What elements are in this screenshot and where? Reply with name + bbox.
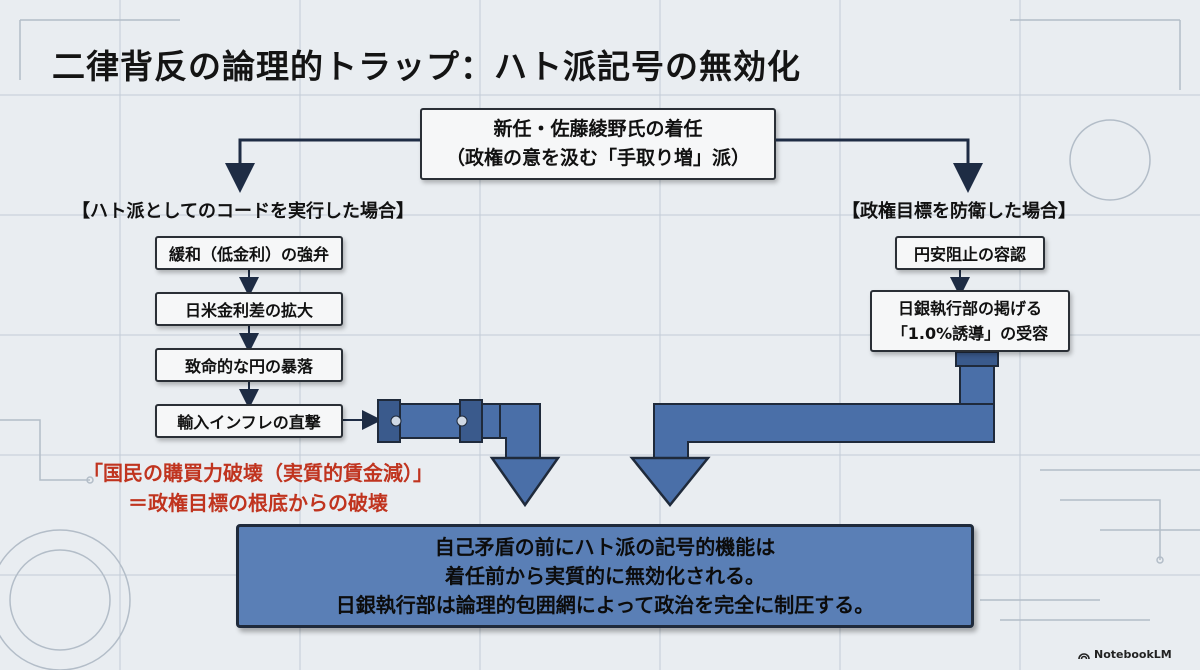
right-step-2-line1: 日銀執行部の掲げる [897,299,1042,318]
right-branch-heading: 【政権目標を防衛した場合】 [842,201,1076,222]
left-step-3: 致命的な円の暴落 [155,348,343,382]
appointment-note: （政権の意を汲む「手取り増」派） [445,147,750,169]
conclusion-line3: 日銀執行部は論理的包囲網によって政治を完全に制圧する。 [335,592,875,617]
left-step-1: 緩和（低金利）の強弁 [155,236,343,270]
right-step-2: 日銀執行部の掲げる 「1.0%誘導」の受容 [870,290,1070,352]
right-step-1: 円安阻止の容認 [895,236,1045,270]
appointment-name: 新任・佐藤綾野氏の着任 [493,118,703,140]
conclusion-line1: 自己矛盾の前にハト派の記号的機能は [434,534,776,559]
conclusion-line2: 着任前から実質的に無効化される。 [445,563,765,588]
notebooklm-logo: NotebookLM [1078,648,1172,661]
consequence-line1: 「国民の購買力破壊（実質的賃金減）」 [83,461,433,485]
consequence-line2: ＝政権目標の根底からの破壊 [128,491,388,515]
right-step-2-line2: 「1.0%誘導」の受容 [891,324,1049,343]
logo-text: NotebookLM [1094,648,1172,661]
conclusion-box: 自己矛盾の前にハト派の記号的機能は 着任前から実質的に無効化される。 日銀執行部… [236,524,974,628]
left-step-4: 輸入インフレの直撃 [155,404,343,438]
page-title: 二律背反の論理的トラップ：ハト派記号の無効化 [52,47,801,86]
notebooklm-icon [1078,652,1090,659]
appointment-box: 新任・佐藤綾野氏の着任 （政権の意を汲む「手取り増」派） [420,108,776,180]
left-step-2: 日米金利差の拡大 [155,292,343,326]
consequence-text: 「国民の購買力破壊（実質的賃金減）」 ＝政権目標の根底からの破壊 [64,458,452,518]
left-branch-heading: 【ハト派としてのコードを実行した場合】 [72,201,414,222]
